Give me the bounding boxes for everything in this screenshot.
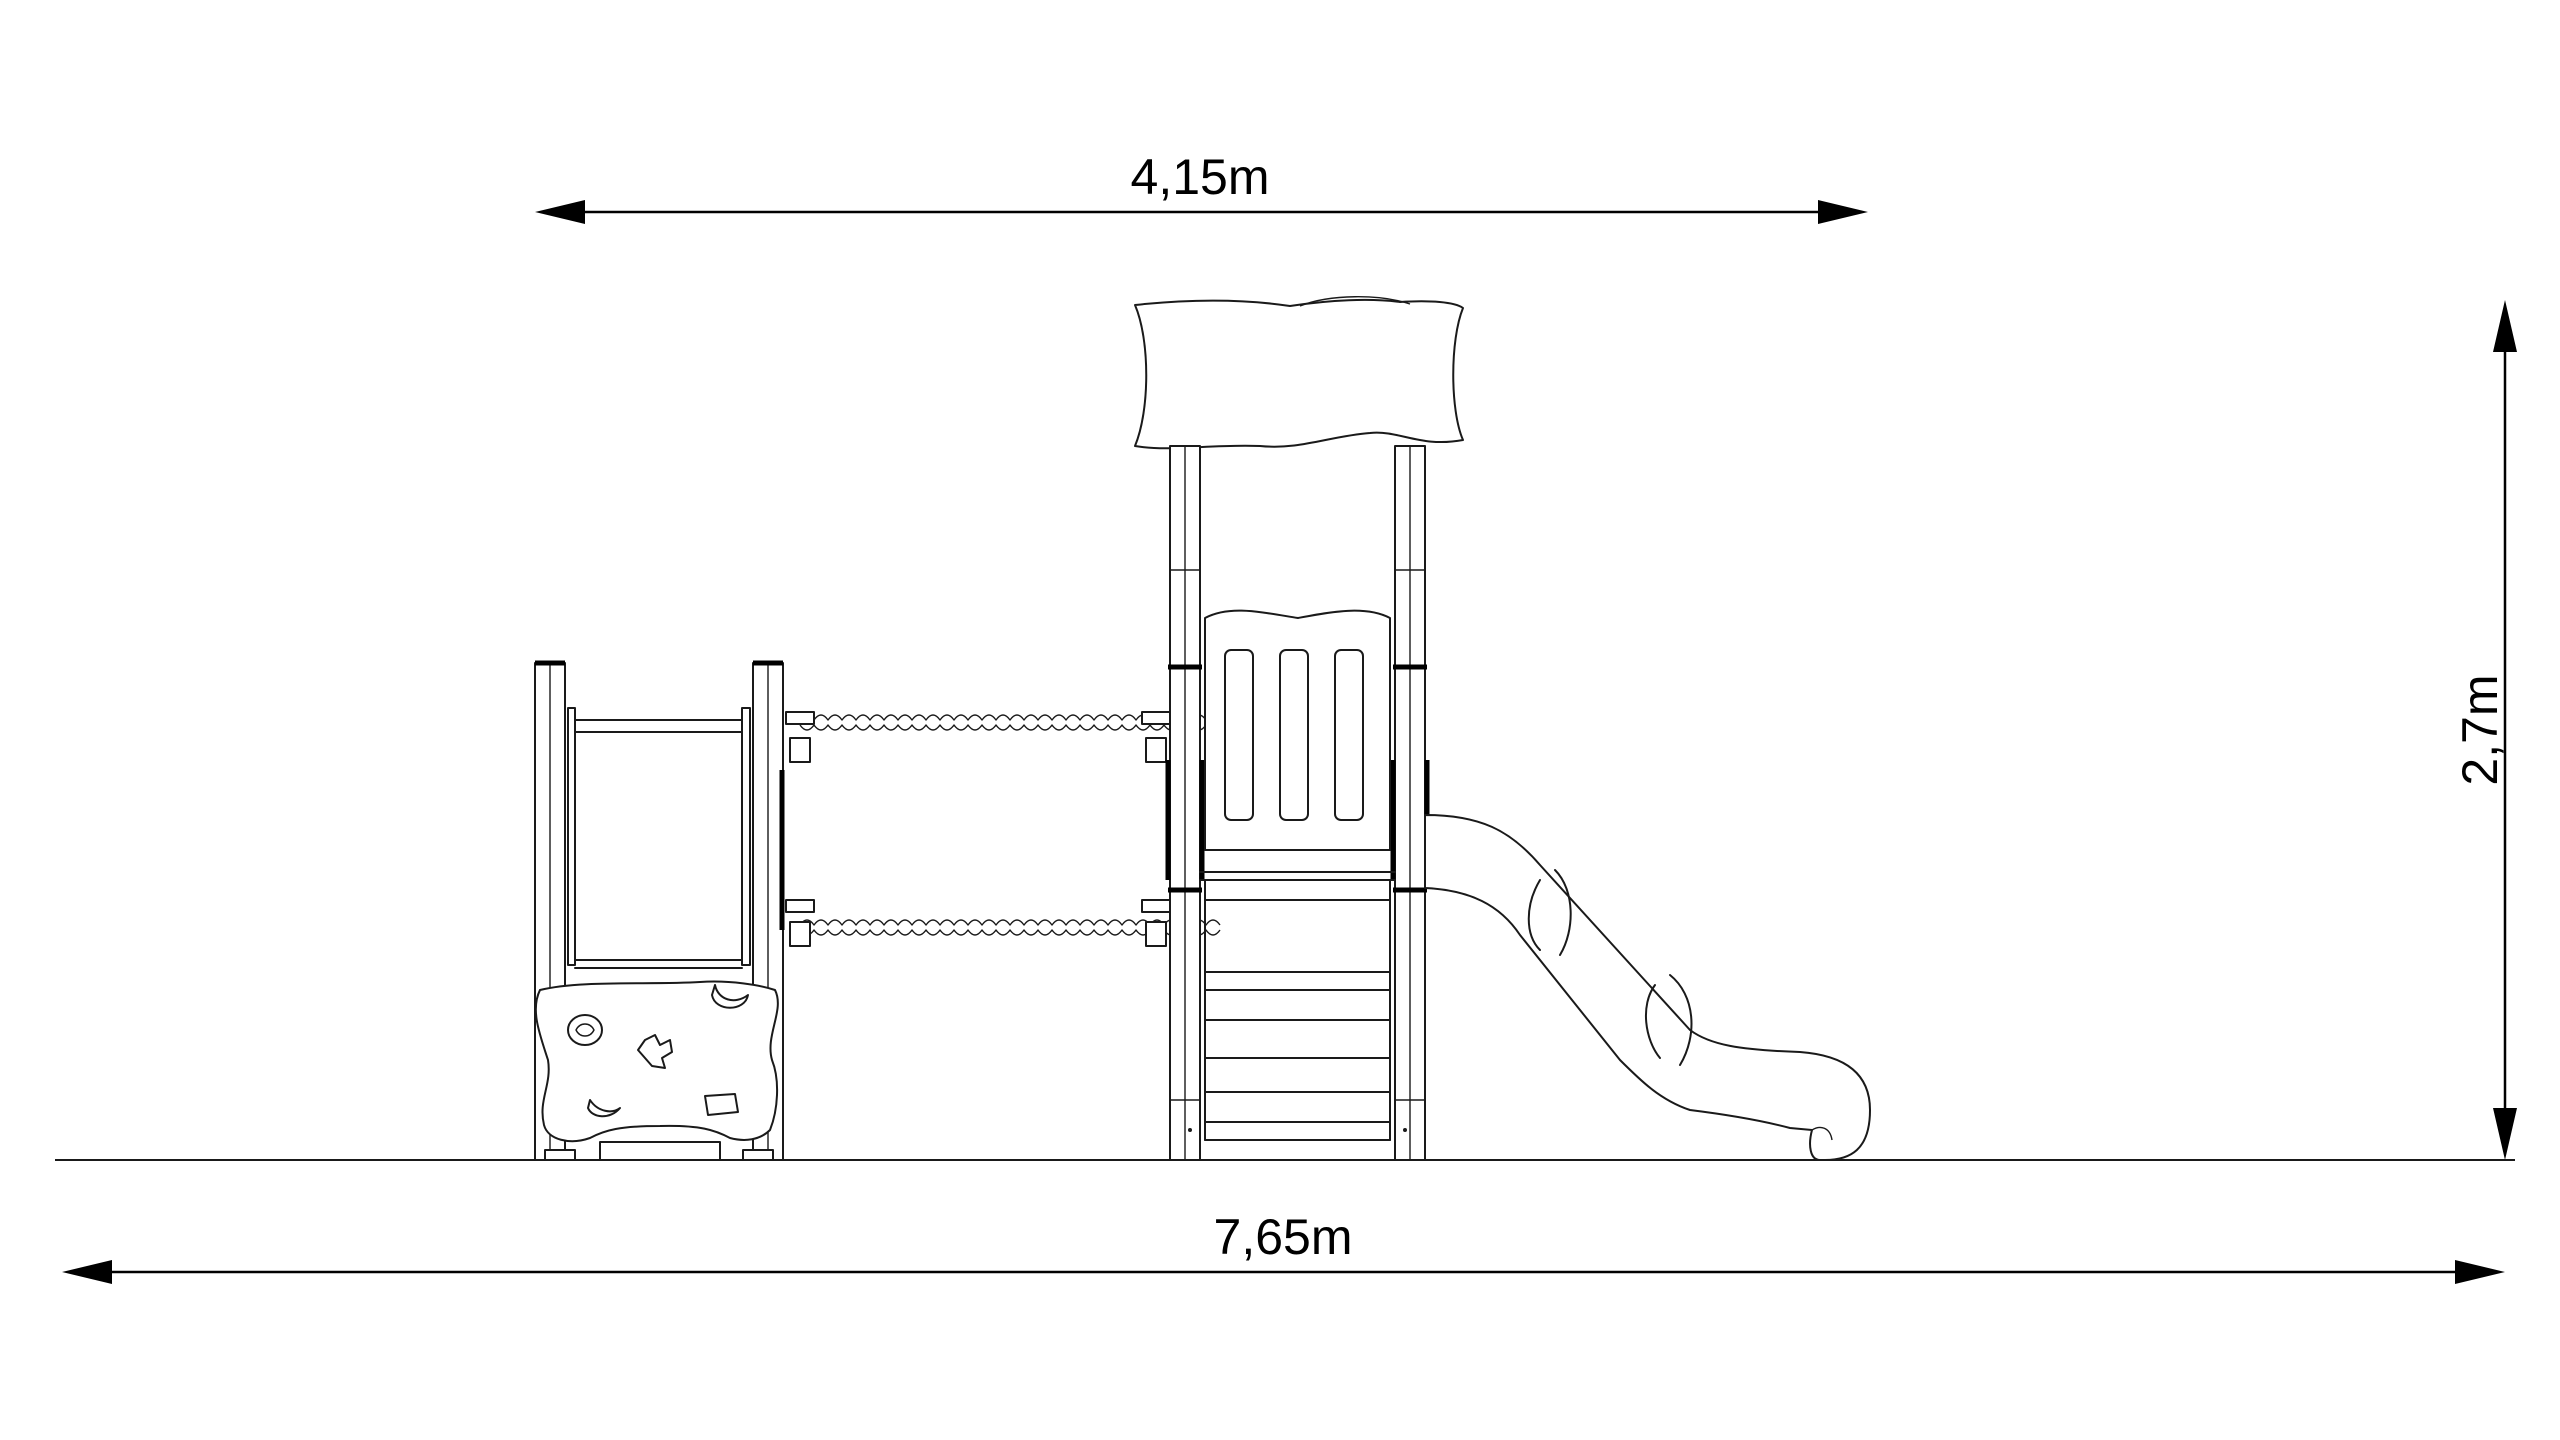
top-width-label: 4,15m: [1131, 149, 1270, 205]
climbing-grip-2: [711, 984, 749, 1009]
slide-seam-2: [1644, 984, 1661, 1059]
rope-bridge: [785, 711, 1221, 947]
main-tower-roof: [1134, 298, 1464, 450]
climbing-grip-3: [637, 1034, 673, 1069]
top-width-dimension: 4,15m: [535, 149, 1868, 224]
total-width-label: 7,65m: [1214, 1209, 1353, 1265]
panel-slot-3: [1334, 649, 1364, 821]
top-width-arrow-left: [535, 200, 585, 224]
panel-slot-1: [1224, 649, 1254, 821]
left-tower-back-panel-right: [741, 707, 751, 966]
main-tower: [1134, 296, 1464, 1161]
tube-slide: [1424, 814, 1871, 1161]
left-tower: [534, 660, 785, 1161]
slide-body: [1424, 814, 1871, 1161]
total-width-arrow-right: [2455, 1260, 2505, 1284]
climbing-grip-4: [587, 1099, 621, 1118]
total-width-dimension: 7,65m: [62, 1209, 2505, 1284]
height-arrow-top: [2493, 300, 2517, 352]
panel-slot-2: [1279, 649, 1309, 821]
climbing-grip-5: [704, 1093, 739, 1116]
height-arrow-bottom: [2493, 1108, 2517, 1160]
height-dimension: 2,7m: [2452, 300, 2517, 1160]
top-width-arrow-right: [1818, 200, 1868, 224]
left-tower-back-panel-left: [567, 707, 576, 966]
height-label: 2,7m: [2452, 674, 2508, 785]
main-tower-ladder: [1204, 879, 1391, 1141]
total-width-arrow-left: [62, 1260, 112, 1284]
slide-seam-1: [1527, 879, 1541, 951]
climbing-grip-1: [567, 1014, 603, 1046]
